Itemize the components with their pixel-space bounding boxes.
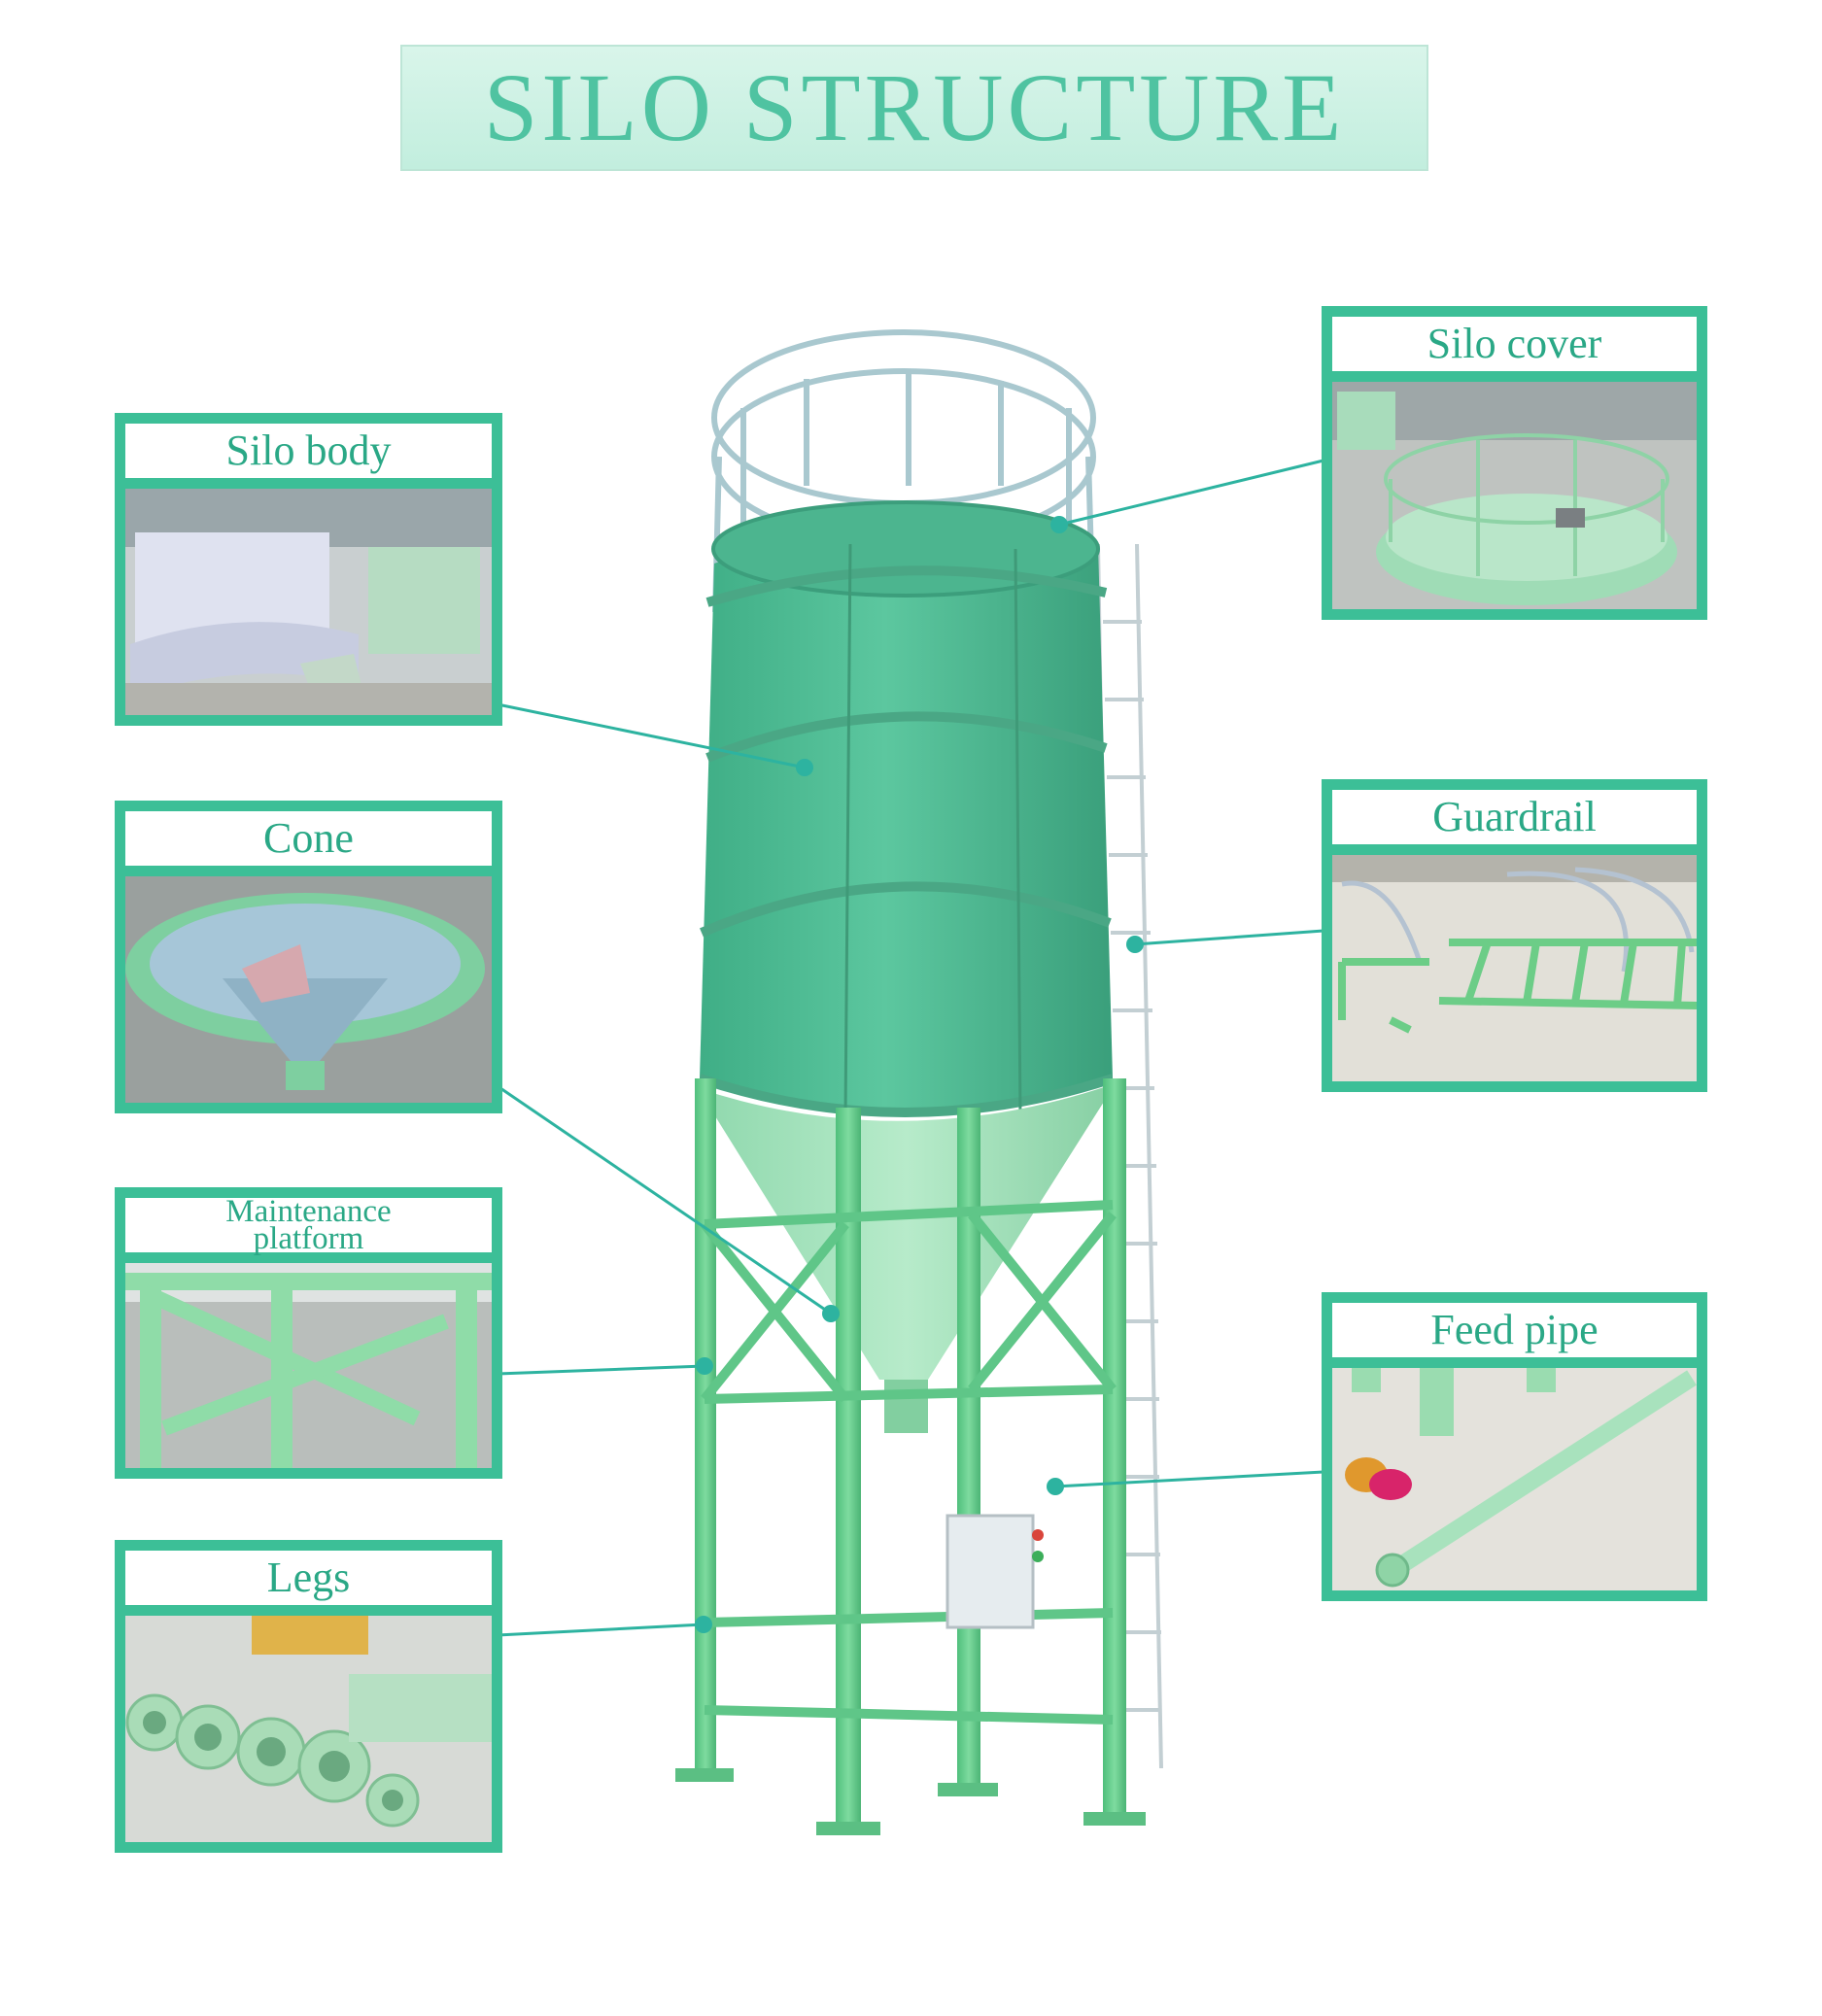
callout-dot-maintenance-platform — [696, 1357, 713, 1375]
label-cone: Cone — [125, 811, 492, 876]
label-feed-pipe: Feed pipe — [1332, 1303, 1697, 1368]
callout-line-maintenance-platform — [497, 1364, 705, 1376]
leg-feet — [675, 1768, 1146, 1835]
panel-silo-body: Silo body — [115, 413, 502, 726]
panel-maintenance-platform: Maintenance platform — [115, 1187, 502, 1479]
cone-outlet — [884, 1380, 928, 1433]
label-guardrail: Guardrail — [1332, 790, 1697, 855]
callout-dot-silo-cover — [1050, 516, 1068, 533]
callout-lines — [497, 459, 1324, 1637]
photo-legs — [125, 1616, 492, 1842]
callout-line-silo-cover — [1058, 459, 1324, 527]
callout-dot-cone — [822, 1305, 840, 1322]
silo-illustration — [675, 329, 1163, 1835]
callout-line-guardrail — [1134, 929, 1324, 946]
panel-cone: Cone — [115, 801, 502, 1113]
callout-dot-guardrail — [1126, 936, 1144, 953]
callout-line-cone — [497, 1084, 832, 1316]
photo-silo-cover — [1332, 382, 1697, 609]
photo-maintenance-platform — [125, 1263, 492, 1468]
callout-dot-legs — [695, 1616, 712, 1633]
page-title: SILO STRUCTURE — [483, 53, 1346, 161]
leg-braces — [701, 1200, 1117, 1725]
silo-body-shell — [700, 524, 1113, 1112]
label-silo-cover: Silo cover — [1332, 317, 1697, 382]
label-silo-body: Silo body — [125, 424, 492, 489]
panel-legs: Legs — [115, 1540, 502, 1853]
silo-cone-shape — [698, 1083, 1116, 1380]
label-maintenance-platform: Maintenance platform — [125, 1195, 492, 1263]
body-ring-bands — [698, 565, 1115, 1117]
callout-line-legs — [497, 1623, 705, 1637]
callout-dots — [695, 516, 1144, 1633]
callout-dot-silo-body — [796, 759, 813, 776]
panel-guardrail: Guardrail — [1322, 779, 1707, 1092]
callout-line-silo-body — [497, 702, 806, 769]
label-legs: Legs — [125, 1551, 492, 1616]
body-seams — [843, 543, 1022, 1118]
panel-silo-cover: Silo cover — [1322, 306, 1707, 620]
photo-feed-pipe — [1332, 1368, 1697, 1590]
photo-cone — [125, 876, 492, 1103]
callout-dot-feed-pipe — [1047, 1478, 1064, 1495]
callout-line-feed-pipe — [1054, 1470, 1324, 1488]
title-banner: SILO STRUCTURE — [400, 45, 1428, 171]
control-cabinet — [945, 1514, 1044, 1629]
photo-guardrail — [1332, 855, 1697, 1081]
panel-feed-pipe: Feed pipe — [1322, 1292, 1707, 1601]
photo-silo-body — [125, 489, 492, 715]
